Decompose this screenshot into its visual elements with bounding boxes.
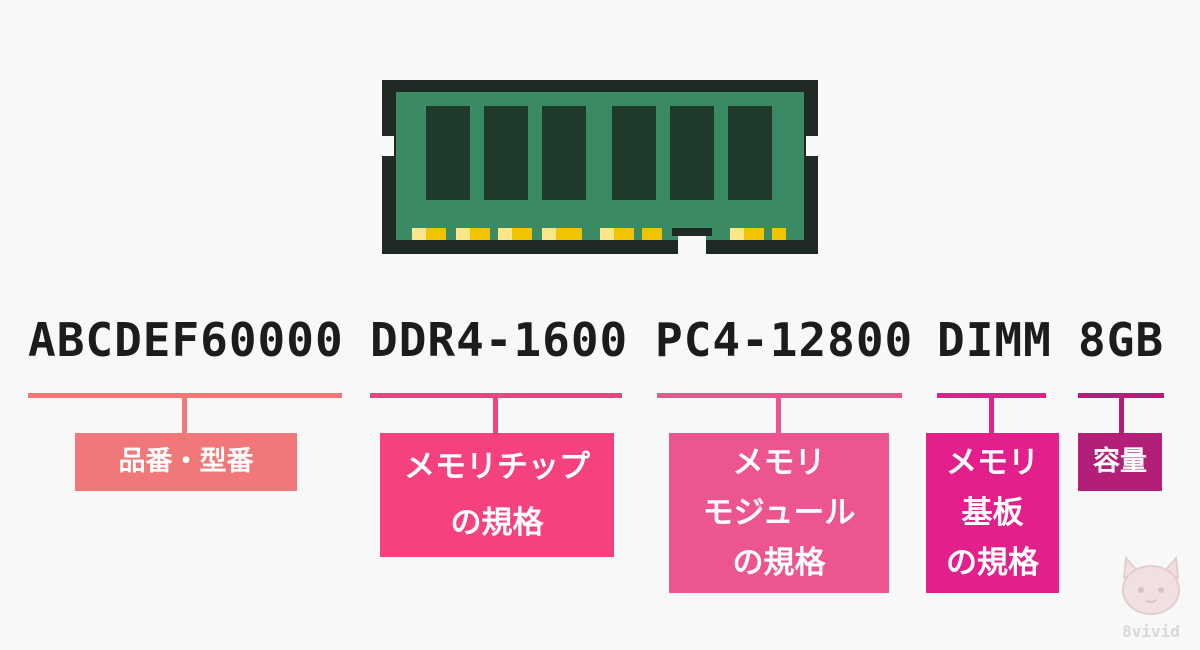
label-line: メモリ [946,445,1039,481]
label-line: の規格 [946,545,1039,581]
bracket-part-number [28,393,342,398]
label-board-standard: メモリ 基板 の規格 [926,433,1059,593]
bracket-stem-part-number [182,396,187,434]
label-line: の規格 [732,545,826,581]
code-module-standard: PC4-12800 [655,313,914,367]
label-module-standard: メモリ モジュール の規格 [669,433,889,593]
label-chip-standard: メモリチップ の規格 [380,433,614,557]
bracket-stem-board-standard [989,396,994,434]
label-line: メモリ [732,445,826,481]
cat-mascot-icon [1122,555,1180,615]
label-line: 基板 [961,495,1024,531]
bracket-stem-module-standard [776,396,781,434]
memory-module-icon [382,80,818,254]
label-line: モジュール [702,495,856,531]
code-part-number: ABCDEF60000 [28,313,344,367]
label-line: 品番・型番 [118,446,254,477]
watermark: 8vivid [1112,548,1190,644]
label-capacity: 容量 [1078,433,1162,491]
code-chip-standard: DDR4-1600 [370,313,629,367]
label-line: メモリチップ [404,449,590,485]
label-line: 容量 [1093,446,1147,477]
bracket-chip-standard [370,393,622,398]
code-board-standard: DIMM [937,313,1052,367]
bracket-stem-chip-standard [493,396,498,434]
bracket-stem-capacity [1119,396,1124,434]
bracket-board-standard [937,393,1046,398]
label-line: の規格 [450,505,544,541]
bracket-module-standard [657,393,902,398]
bracket-capacity [1078,393,1164,398]
label-part-number: 品番・型番 [75,433,297,491]
watermark-text: 8vivid [1122,622,1180,641]
code-capacity: 8GB [1078,313,1165,367]
